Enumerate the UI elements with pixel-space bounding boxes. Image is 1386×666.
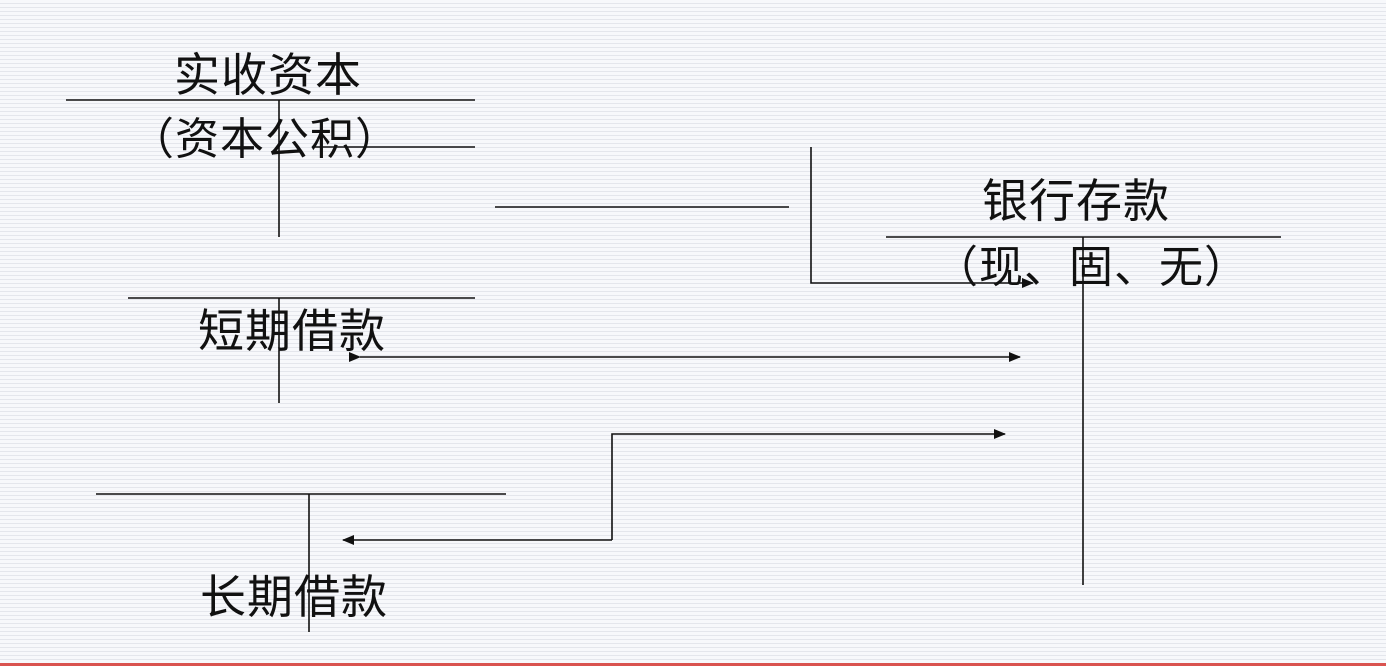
- bank-deposit-label: 银行存款: [982, 174, 1170, 228]
- bottom-accent-line: [0, 663, 1386, 666]
- capital-to-bank-arrow: [810, 147, 1034, 288]
- paid-in-capital-label: 实收资本: [174, 48, 362, 102]
- long-term-loan-label: 长期借款: [200, 570, 388, 624]
- long-term-loan-to-bank-arrow: [611, 429, 1006, 540]
- bank-deposit-sub-label: （现、固、无）: [934, 242, 1249, 293]
- capital-reserve-label: （资本公积）: [130, 114, 400, 165]
- short-term-loan-label: 短期借款: [198, 304, 386, 358]
